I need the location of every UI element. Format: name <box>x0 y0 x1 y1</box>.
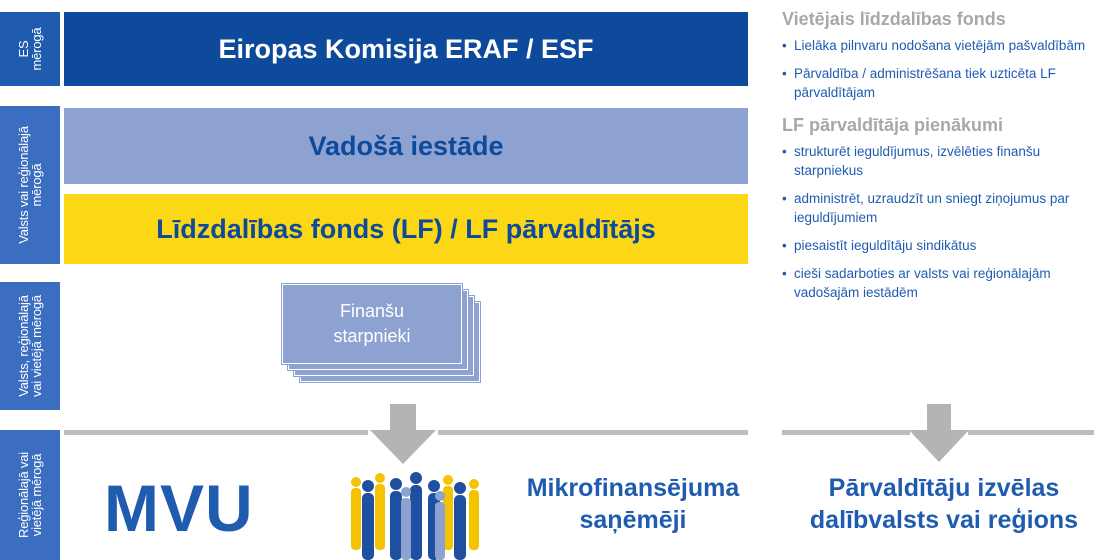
holding-fund-label: Līdzdalības fonds (LF) / LF pārvaldītājs <box>156 213 656 244</box>
intermediary-line1: Finanšu <box>339 301 405 321</box>
local-fund-list: Lielāka pilnvaru nodošana vietējām pašva… <box>782 36 1094 102</box>
recipients-line1: Mikrofinansējuma <box>526 474 740 502</box>
scale-label-regional: Valsts, reģionālajā vai vietējā mērogā <box>0 282 60 410</box>
divider-middle <box>438 430 748 435</box>
holding-fund-bar: Līdzdalības fonds (LF) / LF pārvaldītājs <box>64 194 748 264</box>
scale-label-local-text: Reģionālajā vai vietējā mērogā <box>16 452 44 538</box>
recipients-line2: saņēmēji <box>579 506 687 534</box>
intermediary-card: Finanšu starpnieki <box>282 284 462 364</box>
scale-label-eu-text: ES mērogā <box>16 27 44 71</box>
divider-right-a <box>782 430 910 435</box>
manager-selection-label: Pārvaldītāju izvēlas dalībvalsts vai reģ… <box>790 472 1098 536</box>
divider-left <box>64 430 368 435</box>
list-item: cieši sadarboties ar valsts vai reģionāl… <box>782 264 1094 302</box>
scale-label-regional-text: Valsts, reģionālajā vai vietējā mērogā <box>16 295 44 397</box>
sme-label: MVU <box>104 471 254 545</box>
panel-heading-local-fund: Vietējais līdzdalības fonds <box>782 9 1006 29</box>
list-item: strukturēt ieguldījumus, izvēlēties fina… <box>782 142 1094 180</box>
people-group-icon <box>351 472 479 560</box>
manager-selection-line1: Pārvaldītāju izvēlas <box>828 474 1060 502</box>
down-arrow-icon <box>370 404 436 464</box>
recipients-label: Mikrofinansējuma saņēmēji <box>498 472 768 536</box>
list-item: piesaistīt ieguldītāju sindikātus <box>782 236 1094 255</box>
down-arrow-icon-right <box>909 404 969 462</box>
scale-label-national: Valsts vai reģionālajā mērogā <box>0 106 60 264</box>
european-commission-label: Eiropas Komisija ERAF / ESF <box>218 33 594 64</box>
list-item: administrēt, uzraudzīt un sniegt ziņojum… <box>782 189 1094 227</box>
panel-heading-manager-duties: LF pārvaldītāja pienākumi <box>782 115 1004 135</box>
list-item: Lielāka pilnvaru nodošana vietējām pašva… <box>782 36 1094 55</box>
scale-label-national-text: Valsts vai reģionālajā mērogā <box>16 126 44 244</box>
intermediary-line2: starpnieki <box>333 326 411 346</box>
managing-authority-bar: Vadošā iestāde <box>64 108 748 184</box>
european-commission-bar: Eiropas Komisija ERAF / ESF <box>64 12 748 86</box>
divider-right-b <box>968 430 1094 435</box>
managing-authority-label: Vadošā iestāde <box>308 130 504 161</box>
info-panel: Vietējais līdzdalības fonds Lielāka piln… <box>782 8 1094 311</box>
list-item: Pārvaldība / administrēšana tiek uzticēt… <box>782 64 1094 102</box>
manager-duties-list: strukturēt ieguldījumus, izvēlēties fina… <box>782 142 1094 302</box>
scale-label-eu: ES mērogā <box>0 12 60 86</box>
manager-selection-line2: dalībvalsts vai reģions <box>809 506 1079 534</box>
scale-label-local: Reģionālajā vai vietējā mērogā <box>0 430 60 560</box>
